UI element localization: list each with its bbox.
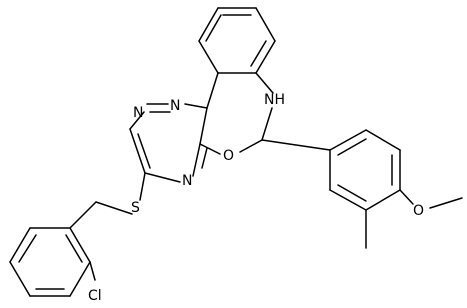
bond-lines xyxy=(9,7,463,297)
atom-label-n-triazine-1: N xyxy=(170,98,180,114)
atom-label-n-triazine-2: N xyxy=(133,105,143,121)
atom-label-nh: NH xyxy=(264,92,285,108)
atom-label-s: S xyxy=(131,200,140,216)
atom-labels: NH N N N O S Cl O xyxy=(88,92,424,304)
atom-label-cl: Cl xyxy=(88,288,102,304)
atom-label-n-triazine-3: N xyxy=(182,173,192,189)
atom-label-o-methoxy: O xyxy=(413,203,424,219)
atom-label-o-ring: O xyxy=(223,148,234,164)
